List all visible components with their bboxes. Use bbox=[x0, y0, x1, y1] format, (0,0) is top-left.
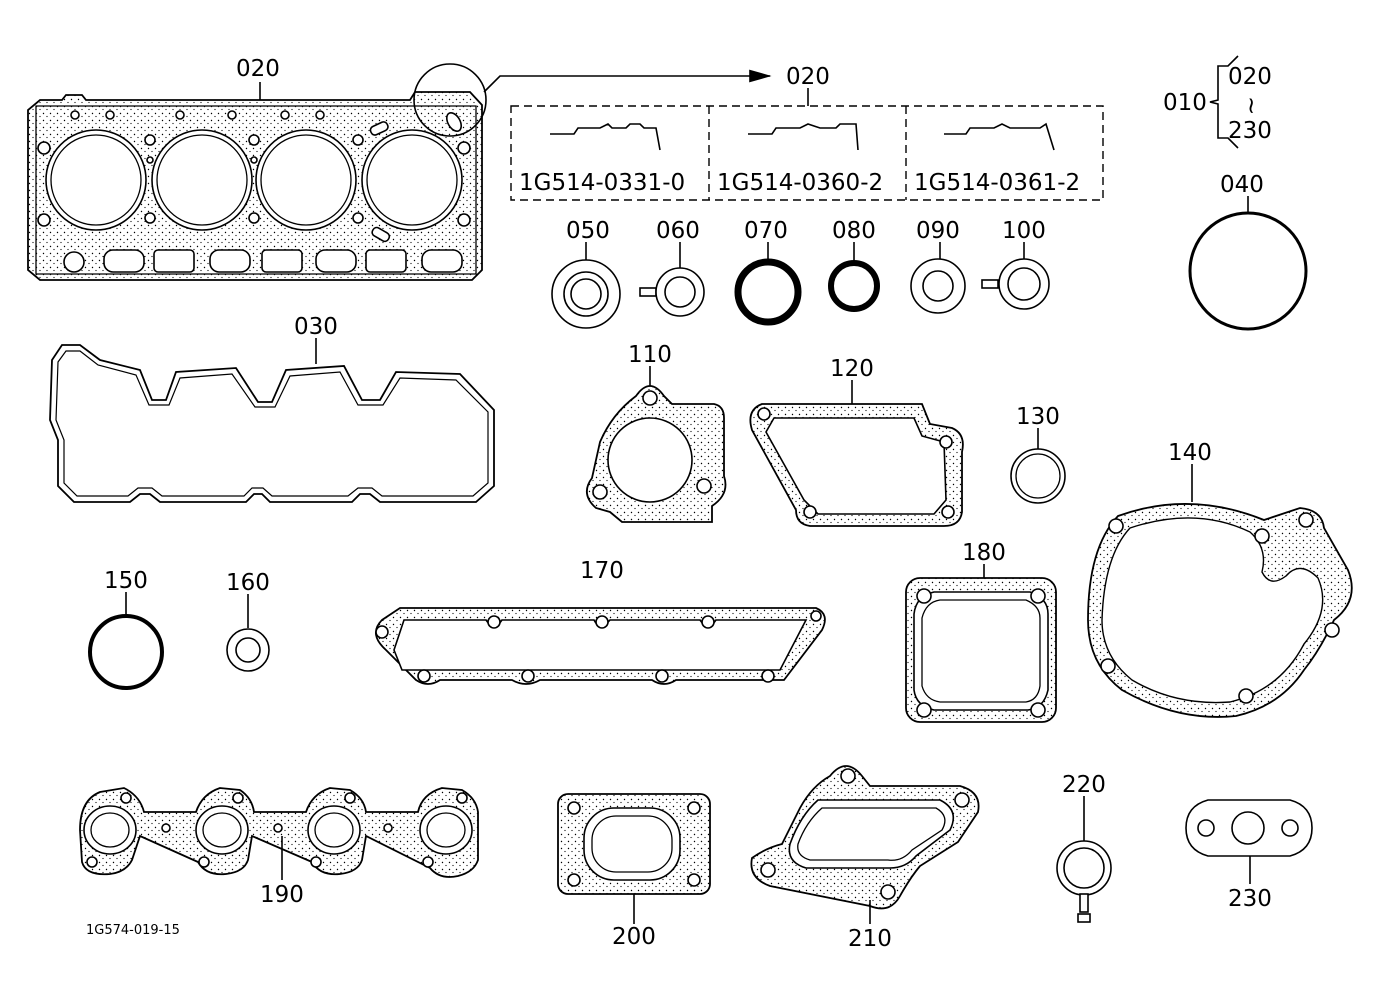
variant-boxes bbox=[510, 105, 1104, 201]
part-label-070: 070 bbox=[744, 218, 788, 244]
o-ring-040[interactable] bbox=[1188, 211, 1308, 331]
part-label-200: 200 bbox=[612, 924, 656, 950]
detail-arrow bbox=[483, 69, 772, 93]
gasket-060[interactable] bbox=[639, 267, 705, 317]
part-label-060: 060 bbox=[656, 218, 700, 244]
gasket-100[interactable] bbox=[981, 258, 1050, 310]
gasket-220[interactable] bbox=[1056, 840, 1112, 923]
part-label-210: 210 bbox=[848, 926, 892, 952]
figure-id: 1G574-019-15 bbox=[86, 923, 180, 938]
gasket-180[interactable] bbox=[905, 577, 1057, 723]
part-label-110: 110 bbox=[628, 342, 672, 368]
washer-090[interactable] bbox=[910, 258, 966, 314]
washer-130[interactable] bbox=[1010, 448, 1066, 504]
seal-050[interactable] bbox=[551, 259, 621, 329]
o-ring-070[interactable] bbox=[734, 258, 802, 326]
gasket-230[interactable] bbox=[1185, 799, 1313, 857]
part-label-080: 080 bbox=[832, 218, 876, 244]
part-label-150: 150 bbox=[104, 568, 148, 594]
part-label-040: 040 bbox=[1220, 172, 1264, 198]
gasket-110[interactable] bbox=[586, 385, 727, 523]
o-ring-080[interactable] bbox=[828, 260, 880, 312]
part-label-090: 090 bbox=[916, 218, 960, 244]
part-label-230: 230 bbox=[1228, 886, 1272, 912]
variant-part-number-1: 1G514-0331-0 bbox=[519, 170, 685, 196]
intake-manifold-gasket-170[interactable] bbox=[375, 607, 826, 685]
part-label-190: 190 bbox=[260, 882, 304, 908]
part-label-020-detail: 020 bbox=[786, 64, 830, 90]
part-label-020: 020 bbox=[236, 56, 280, 82]
part-label-010: 010 bbox=[1163, 90, 1207, 116]
washer-160[interactable] bbox=[226, 628, 270, 672]
cylinder-head-gasket[interactable] bbox=[27, 63, 487, 281]
part-label-050: 050 bbox=[566, 218, 610, 244]
part-label-140: 140 bbox=[1168, 440, 1212, 466]
part-label-170: 170 bbox=[580, 558, 624, 584]
part-label-100: 100 bbox=[1002, 218, 1046, 244]
exhaust-manifold-gasket-190[interactable] bbox=[79, 787, 479, 878]
gasket-200[interactable] bbox=[557, 793, 711, 895]
part-label-130: 130 bbox=[1016, 404, 1060, 430]
kit-range-tilde: ~ bbox=[1238, 96, 1264, 115]
variant-part-number-2: 1G514-0360-2 bbox=[717, 170, 883, 196]
part-label-220: 220 bbox=[1062, 772, 1106, 798]
part-label-120: 120 bbox=[830, 356, 874, 382]
kit-range-start: 020 bbox=[1228, 64, 1272, 90]
valve-cover-gasket-030[interactable] bbox=[49, 344, 495, 503]
turbo-gasket-210[interactable] bbox=[750, 765, 980, 910]
kit-bracket bbox=[1209, 55, 1239, 149]
o-ring-150[interactable] bbox=[88, 614, 164, 690]
kit-range-end: 230 bbox=[1228, 118, 1272, 144]
part-label-180: 180 bbox=[962, 540, 1006, 566]
gasket-120[interactable] bbox=[749, 403, 964, 527]
water-pump-gasket-140[interactable] bbox=[1087, 503, 1353, 718]
part-label-030: 030 bbox=[294, 314, 338, 340]
variant-part-number-3: 1G514-0361-2 bbox=[914, 170, 1080, 196]
part-label-160: 160 bbox=[226, 570, 270, 596]
